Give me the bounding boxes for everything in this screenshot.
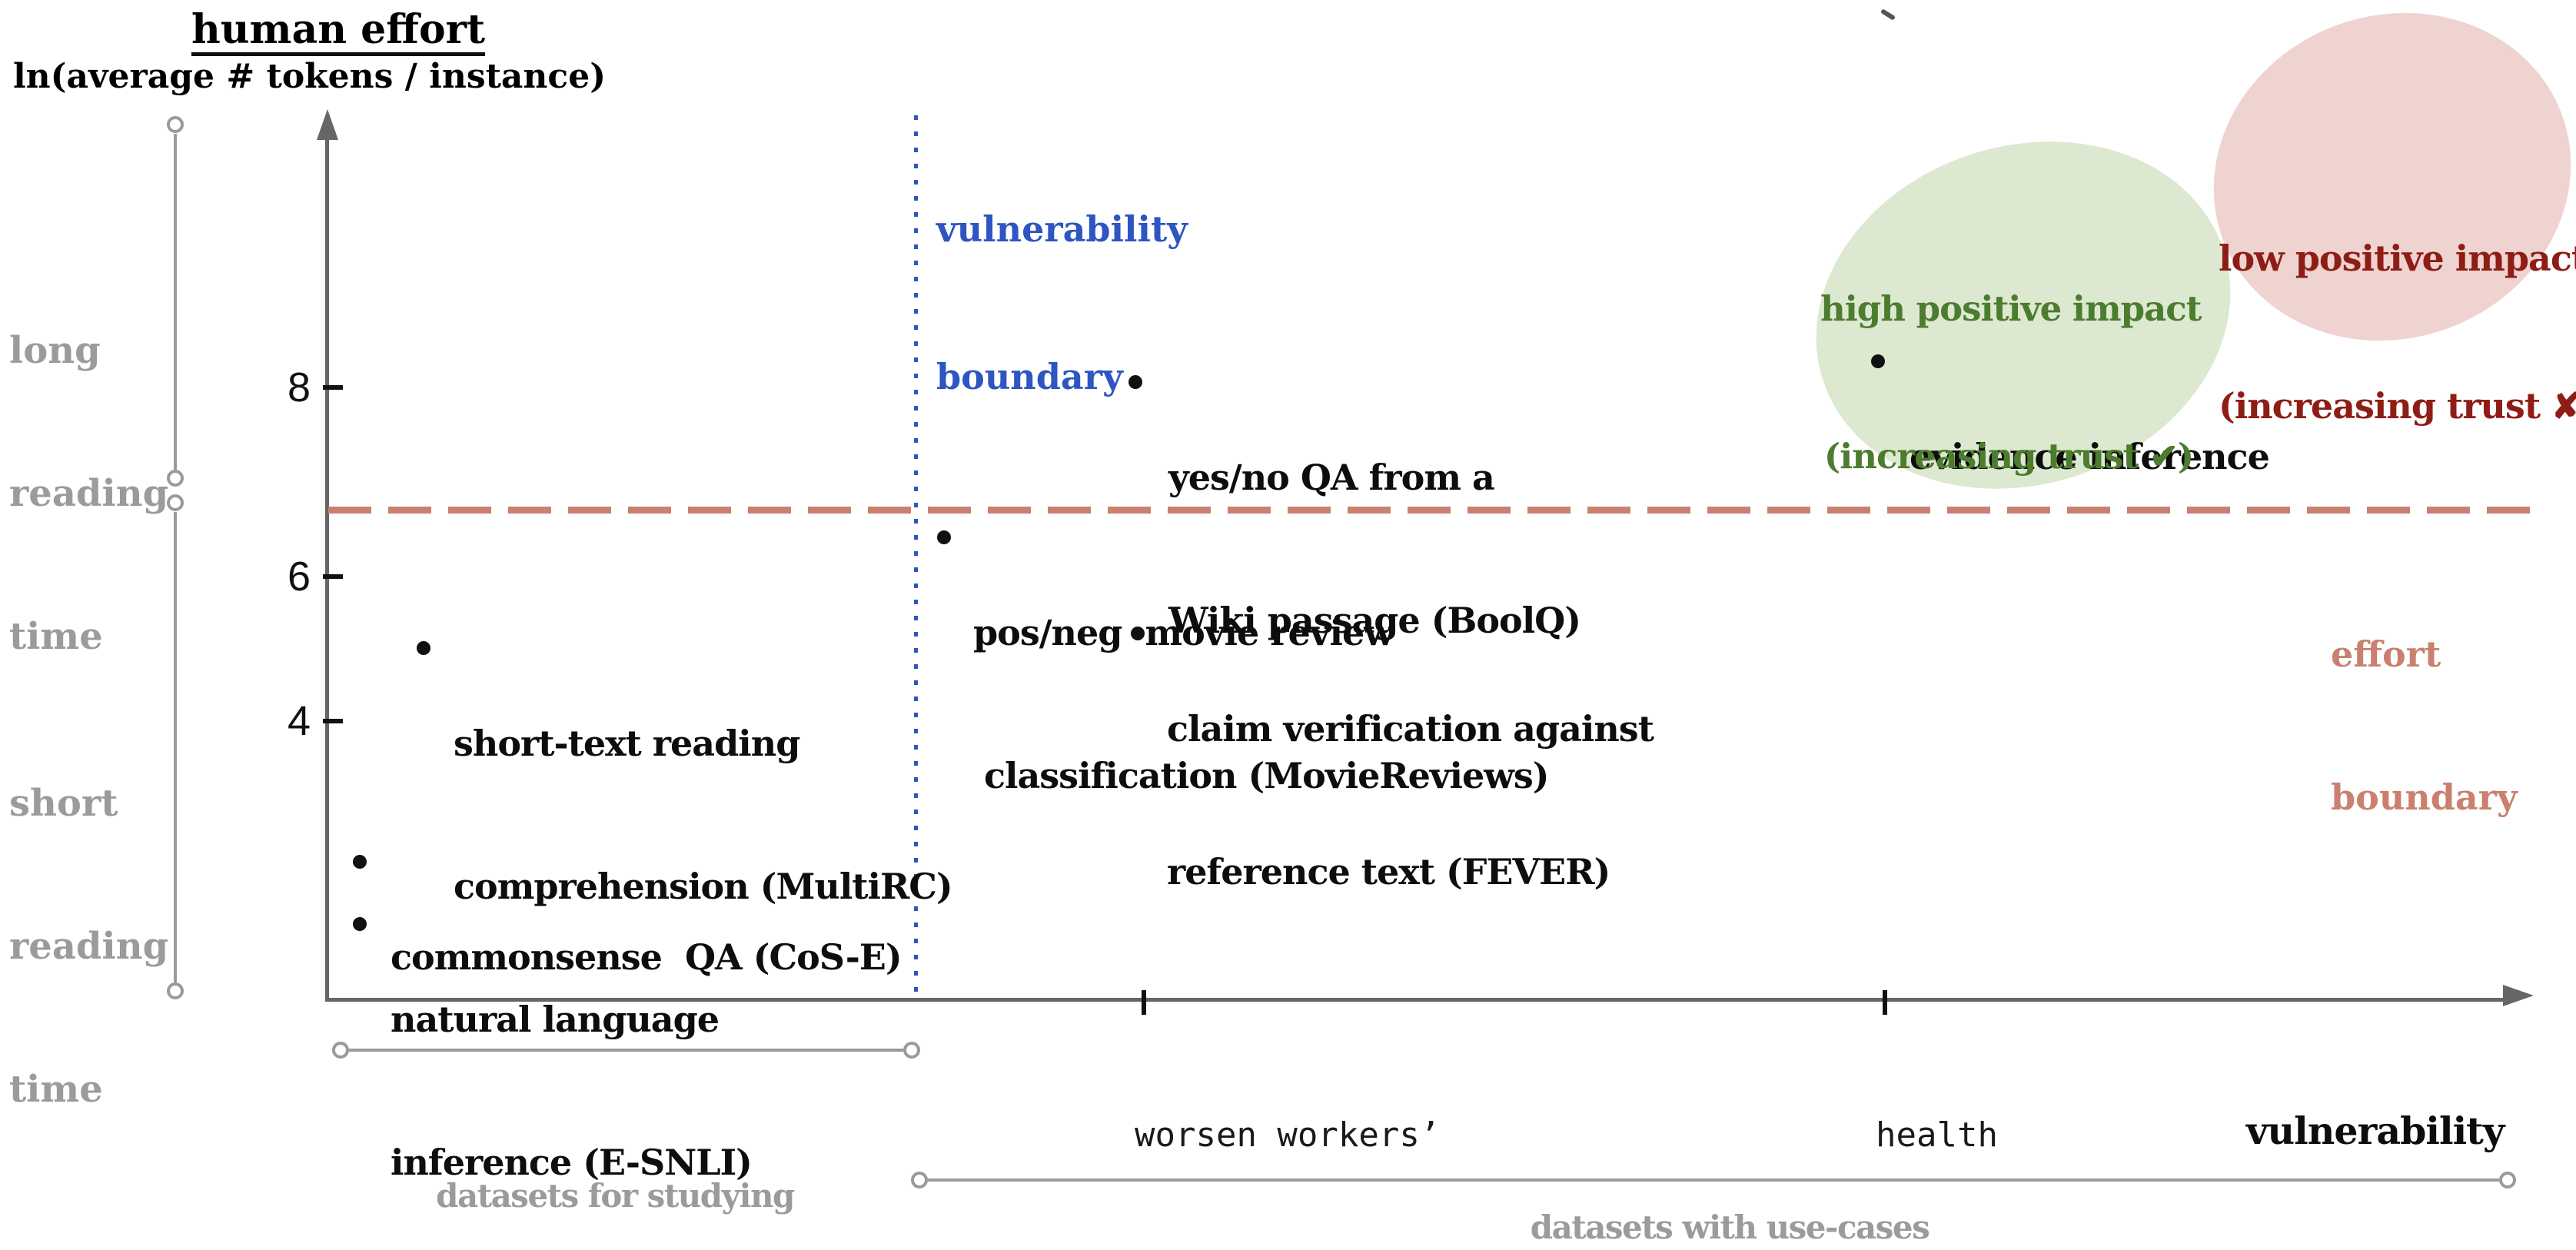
- reading-time-rail-circle-mid2: [167, 494, 184, 511]
- point-label-boolq: yes/no QA from a Wiki passage (BoolQ): [1168, 457, 1581, 641]
- low-positive-impact-label: low positive impact (increasing trust ✘): [2219, 238, 2576, 427]
- bracket-linguistic-caption: datasets for studying models’ linguistic…: [436, 1177, 795, 1215]
- point-bullet-boolq: [1128, 375, 1142, 389]
- point-label-multirc: short-text reading comprehension (MultiR…: [454, 723, 953, 907]
- effort-boundary-line: [328, 507, 2547, 514]
- reading-time-rail-circle-top: [167, 116, 184, 133]
- y-axis-line: [325, 138, 329, 1001]
- vulnerability-boundary-label: vulnerability boundary: [936, 208, 1188, 397]
- x-tick-health-mark: [1883, 990, 1887, 1015]
- bracket-use-cases-caption: datasets with use-cases: [1530, 1208, 1930, 1246]
- x-tick-label-health: health complications: [1876, 1115, 1998, 1155]
- x-axis-title: vulnerability (seriousness of an undesir…: [2246, 1109, 2505, 1153]
- vulnerability-boundary-line: [914, 115, 918, 998]
- x-tick-workers-mark: [1142, 990, 1146, 1015]
- reading-time-rail-short-segment: [174, 512, 177, 982]
- point-label-evidence-inference: evidence inference: [1910, 436, 2270, 477]
- x-tick-label-workers: worsen workers’ (e.g., journalists’) per…: [1135, 1115, 1441, 1155]
- bracket-linguistic-circle-left: [332, 1042, 349, 1059]
- y-axis-subtitle: ln(average # tokens / instance): [12, 57, 607, 96]
- stray-mark: [1880, 8, 1896, 21]
- y-tick-4-mark: [323, 719, 343, 723]
- bracket-linguistic-circle-right: [903, 1042, 920, 1059]
- y-tick-label-8: 8: [287, 364, 311, 411]
- point-bullet-esnli: [353, 917, 367, 931]
- x-axis-arrowhead-icon: [2503, 985, 2534, 1006]
- point-label-fever: claim verification against reference tex…: [1167, 708, 1654, 893]
- point-bullet-multirc: [417, 641, 430, 655]
- point-label-cose: commonsense QA (CoS-E): [391, 936, 902, 978]
- y-tick-6-mark: [323, 574, 343, 579]
- long-reading-time-label: long reading time: [9, 329, 169, 658]
- y-tick-label-6: 6: [287, 554, 311, 600]
- y-axis-title: human effort: [123, 6, 553, 56]
- reading-time-rail-circle-bottom: [167, 982, 184, 999]
- bracket-linguistic-line: [349, 1049, 903, 1052]
- bracket-use-cases-circle-left: [911, 1172, 928, 1188]
- y-tick-label-4: 4: [287, 698, 311, 744]
- y-axis-title-main: human effort: [191, 8, 486, 56]
- point-bullet-evidence-inference: [1871, 354, 1885, 368]
- reading-time-rail-long-segment: [174, 134, 177, 470]
- short-reading-time-label: short reading time: [9, 782, 169, 1111]
- point-label-esnli: natural language inference (E-SNLI): [391, 999, 753, 1183]
- y-axis-arrowhead-icon: [317, 109, 338, 140]
- effort-boundary-label: effort boundary: [2331, 633, 2518, 818]
- high-positive-impact-label: high positive impact (increasing trust ✔…: [1820, 288, 2202, 477]
- bracket-use-cases-line: [928, 1179, 2499, 1182]
- y-tick-8-mark: [323, 385, 343, 390]
- bracket-use-cases-circle-right: [2499, 1172, 2516, 1188]
- point-bullet-moviereviews: [937, 530, 951, 544]
- x-axis-line: [325, 998, 2505, 1002]
- point-bullet-cose: [353, 855, 367, 869]
- point-bullet-fever: [1131, 627, 1145, 640]
- reading-time-rail-circle-mid1: [167, 470, 184, 487]
- point-label-moviereviews: pos/neg movie review classification (Mov…: [973, 612, 1550, 796]
